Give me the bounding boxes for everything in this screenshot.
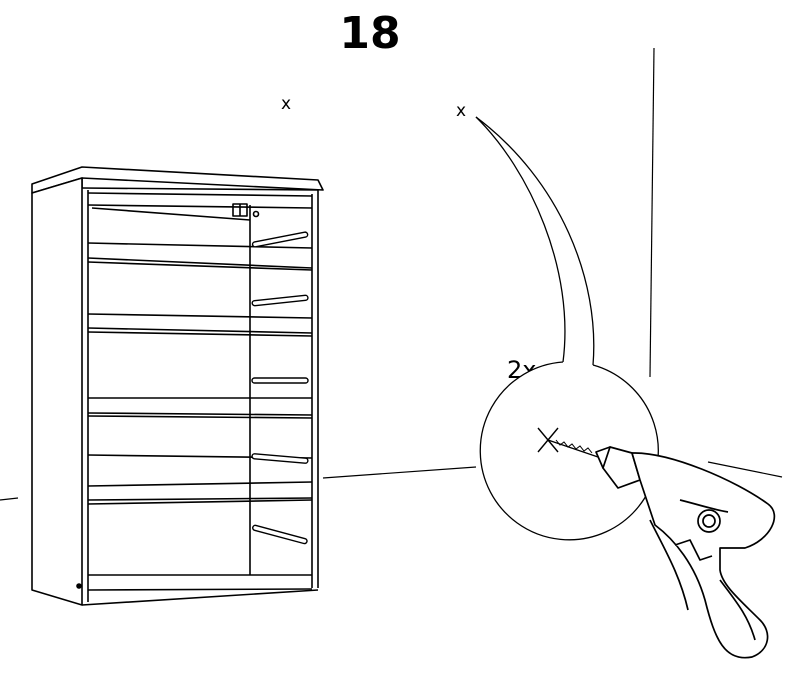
wall-mark-right: x [456, 101, 467, 121]
room-lines [0, 48, 782, 500]
chest-of-drawers [32, 167, 323, 605]
runner [252, 454, 308, 464]
runner [252, 232, 308, 248]
runner [252, 525, 307, 544]
drill-detail [538, 428, 598, 457]
wall-mark-left: x [281, 94, 292, 114]
step-number: 18 [339, 8, 401, 59]
detail-callout [476, 117, 658, 540]
runner [252, 378, 308, 383]
drawer-runners [252, 232, 308, 544]
drill-icon [596, 447, 774, 658]
runner [252, 295, 308, 306]
